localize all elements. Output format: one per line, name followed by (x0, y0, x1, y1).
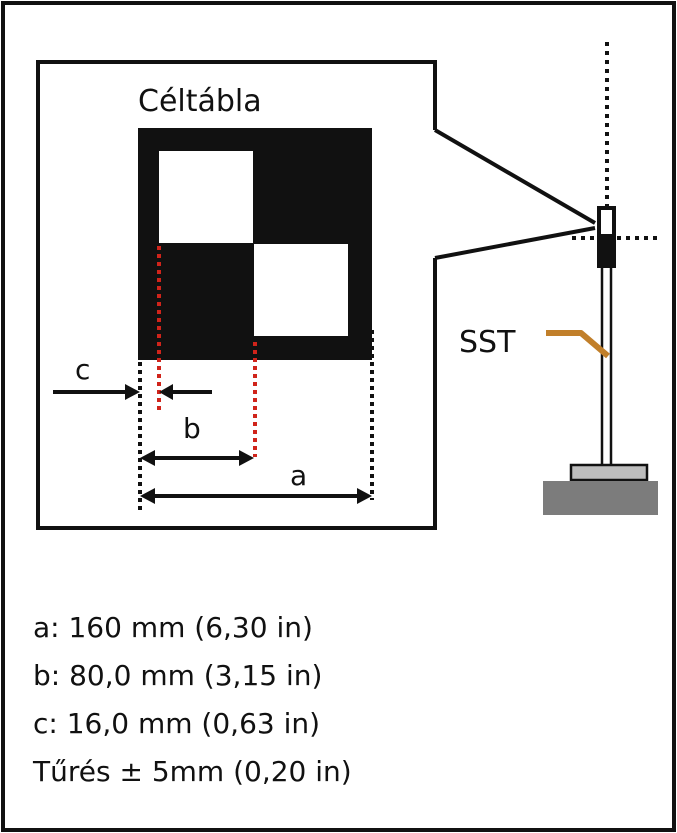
dim-b-left-arrowhead (140, 450, 155, 466)
callout-leader-top (433, 128, 597, 225)
stand-base-puck (569, 463, 649, 482)
dim-a-label: a (290, 459, 307, 492)
sst-label: SST (459, 325, 516, 360)
spec-c: c: 16,0 mm (0,63 in) (33, 707, 321, 740)
spec-b: b: 80,0 mm (3,15 in) (33, 659, 323, 692)
white-square-bottom-right (254, 244, 348, 336)
dim-b-right-arrowhead (239, 450, 254, 466)
stand-pole (600, 264, 613, 468)
sst-sensor-arm (546, 330, 610, 359)
sensor-stand (543, 42, 660, 515)
callout-leader-bottom (434, 226, 596, 260)
target-holder-window (601, 210, 612, 234)
callout-frame (36, 60, 437, 530)
target-title: Céltábla (138, 84, 262, 119)
spec-a: a: 160 mm (6,30 in) (33, 611, 313, 644)
spec-tolerance: Tűrés ± 5mm (0,20 in) (33, 755, 352, 788)
white-square-top-left (159, 151, 253, 243)
floor-block (543, 481, 658, 515)
checkerboard-target (138, 128, 372, 360)
dim-c-label: c (75, 353, 90, 386)
dim-c-right-arrowhead (159, 384, 173, 400)
dim-a-right-arrowhead (357, 488, 372, 504)
dim-c-left-arrowhead (125, 384, 140, 400)
specification-list: a: 160 mm (6,30 in) b: 80,0 mm (3,15 in)… (33, 604, 352, 796)
dim-a-left-arrowhead (140, 488, 155, 504)
dim-b-label: b (183, 412, 201, 445)
